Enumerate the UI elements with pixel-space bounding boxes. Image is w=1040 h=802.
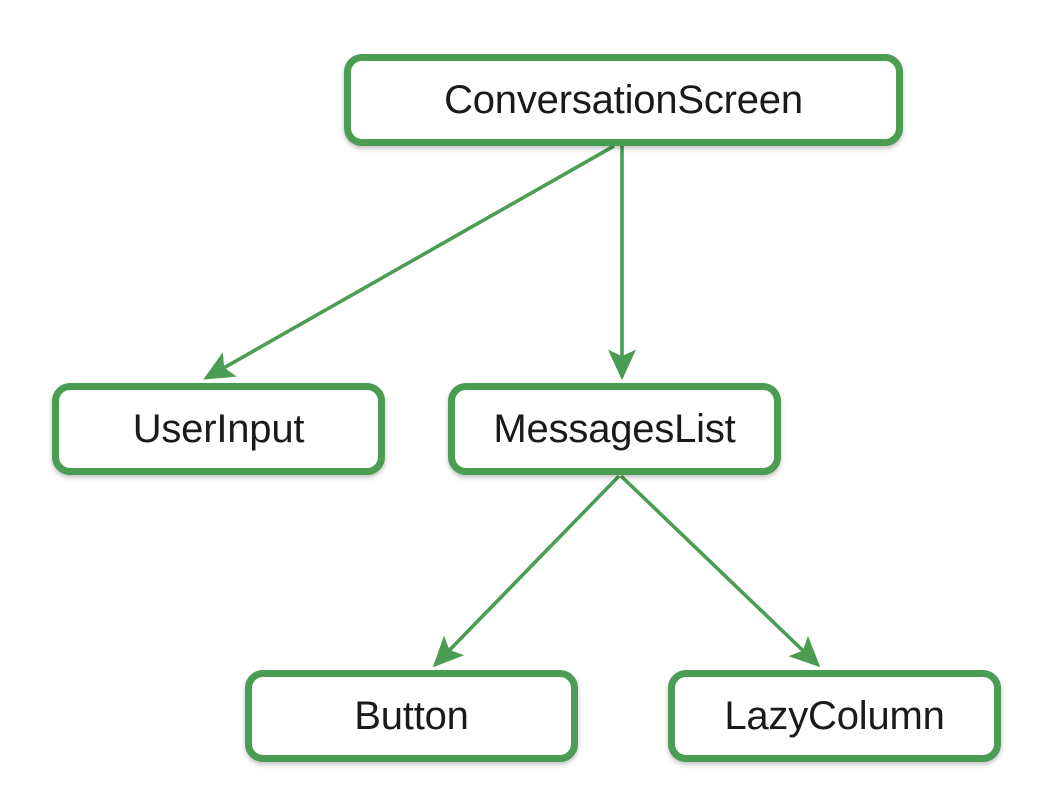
node-label: Button [354, 694, 469, 738]
edge-messageslist-to-lazycolumn [619, 474, 821, 668]
node-conversationscreen[interactable]: ConversationScreen [344, 54, 903, 146]
node-label: MessagesList [493, 407, 736, 451]
node-button[interactable]: Button [245, 670, 578, 762]
node-userinput[interactable]: UserInput [52, 383, 385, 475]
node-label: ConversationScreen [444, 78, 803, 122]
node-messageslist[interactable]: MessagesList [448, 383, 781, 475]
edge-conversationscreen-to-userinput [203, 144, 615, 380]
node-lazycolumn[interactable]: LazyColumn [668, 670, 1001, 762]
node-label: UserInput [132, 407, 305, 451]
edge-messageslist-to-button [432, 474, 621, 668]
node-label: LazyColumn [724, 694, 945, 738]
